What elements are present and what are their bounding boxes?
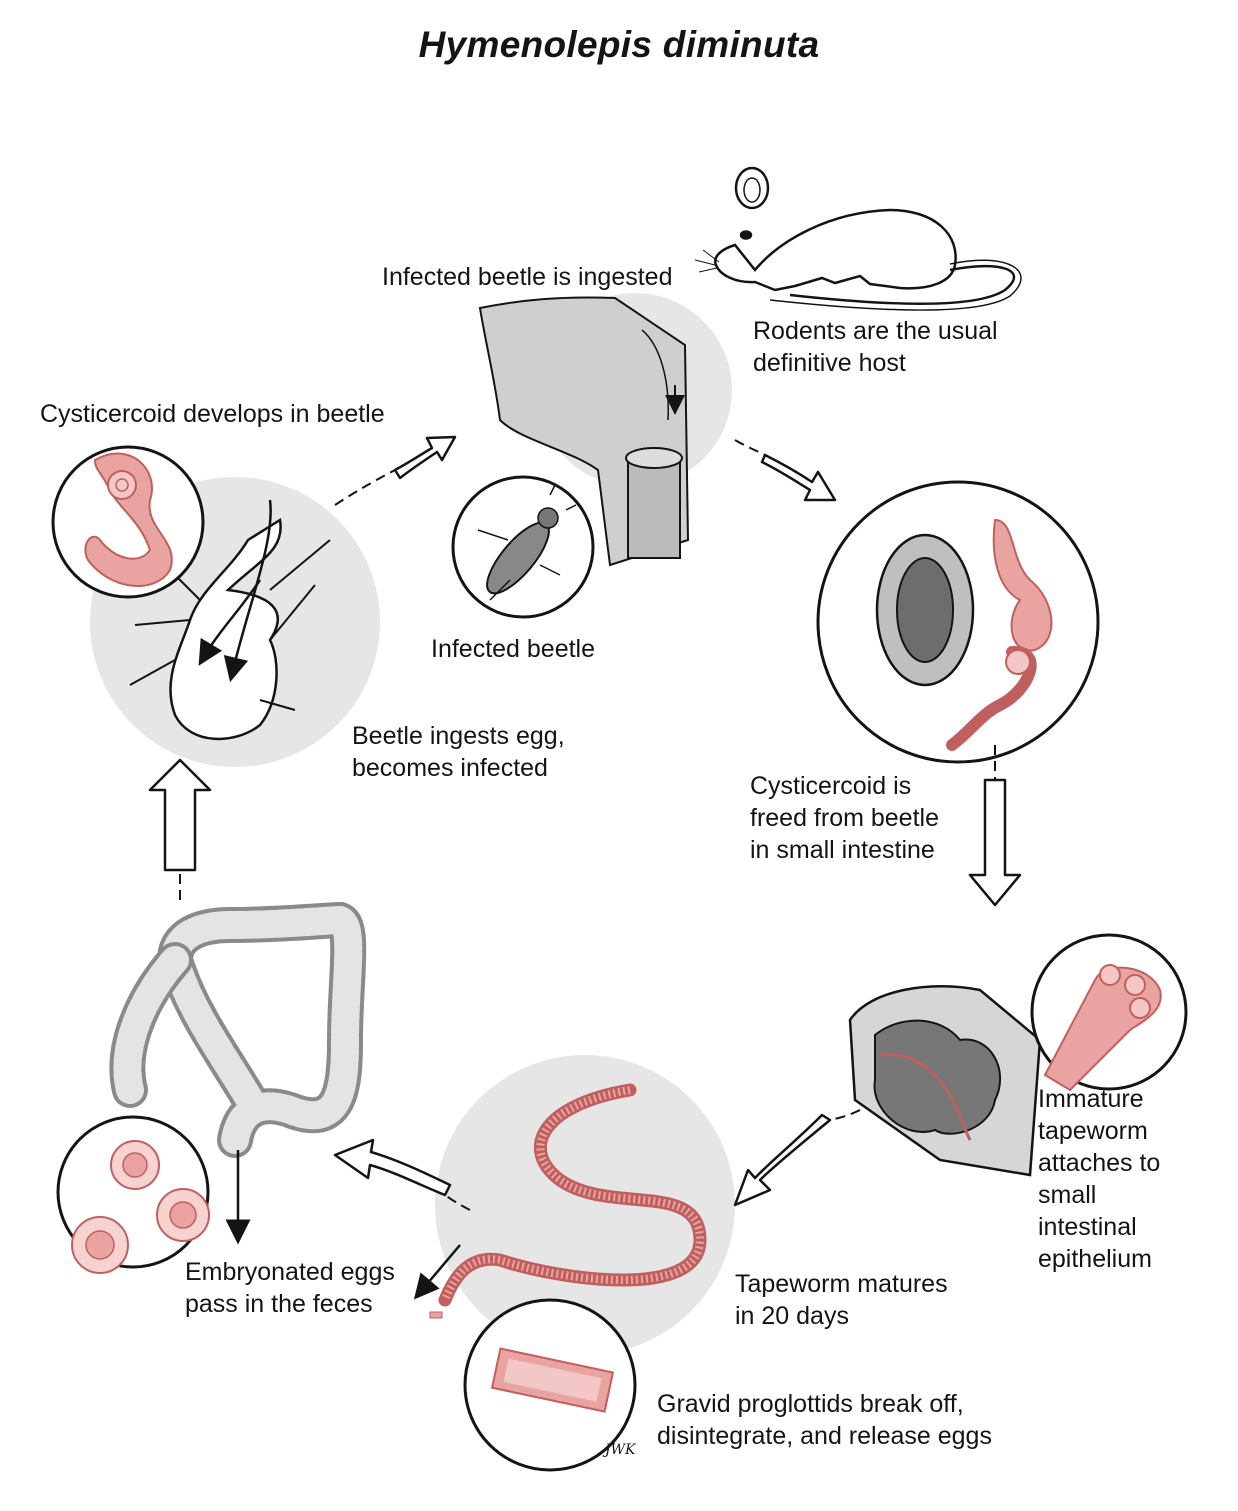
infected-beetle-inset xyxy=(451,475,595,619)
label-cysticercoid-develops: Cysticercoid develops in beetle xyxy=(40,400,385,428)
eggs-inset xyxy=(56,1115,210,1274)
label-embryonated-eggs: Embryonated eggs pass in the feces xyxy=(185,1258,395,1318)
throat-section-illustration xyxy=(478,293,732,567)
adult-tapeworm-illustration xyxy=(429,1055,735,1355)
label-gravid-proglottids: Gravid proglottids break off, disintegra… xyxy=(657,1390,992,1450)
label-cysticercoid-freed: Cysticercoid is freed from beetle in sma… xyxy=(750,772,939,864)
arrow-tapeworm-to-colon xyxy=(333,1138,452,1197)
diagram-title: Hymenolepis diminuta xyxy=(418,24,820,65)
arrow-intestine-down xyxy=(968,778,1022,907)
proglottid-inset xyxy=(463,1298,637,1472)
label-infected-beetle-ingested: Infected beetle is ingested xyxy=(382,263,673,291)
label-infected-beetle: Infected beetle xyxy=(431,635,596,663)
artist-signature: JWK xyxy=(605,1442,636,1458)
scolex-inset xyxy=(1030,933,1188,1092)
arrow-to-tapeworm xyxy=(733,1113,832,1207)
label-beetle-ingests-egg: Beetle ingests egg, becomes infected xyxy=(352,722,565,782)
mouse-illustration xyxy=(694,166,1022,311)
arrow-colon-up xyxy=(148,758,212,872)
arrow-ingestion-to-intestine xyxy=(760,453,837,502)
dashed-connectors xyxy=(179,439,996,1211)
arrow-eggs-out xyxy=(413,1244,461,1300)
label-immature-tapeworm: Immature tapeworm attaches to small inte… xyxy=(1038,1085,1161,1273)
arrow-beetle-to-ingestion xyxy=(393,435,457,480)
label-rodents-host: Rodents are the usual definitive host xyxy=(753,317,998,377)
cysticercoid-inset xyxy=(51,445,205,599)
label-tapeworm-matures: Tapeworm matures in 20 days xyxy=(735,1270,948,1330)
intestine-cysticercoid-illustration xyxy=(816,480,1100,764)
colon-illustration xyxy=(109,901,367,1245)
intestine-tapeworm-illustration xyxy=(848,985,1042,1177)
cycle-arrows xyxy=(148,435,1022,1207)
